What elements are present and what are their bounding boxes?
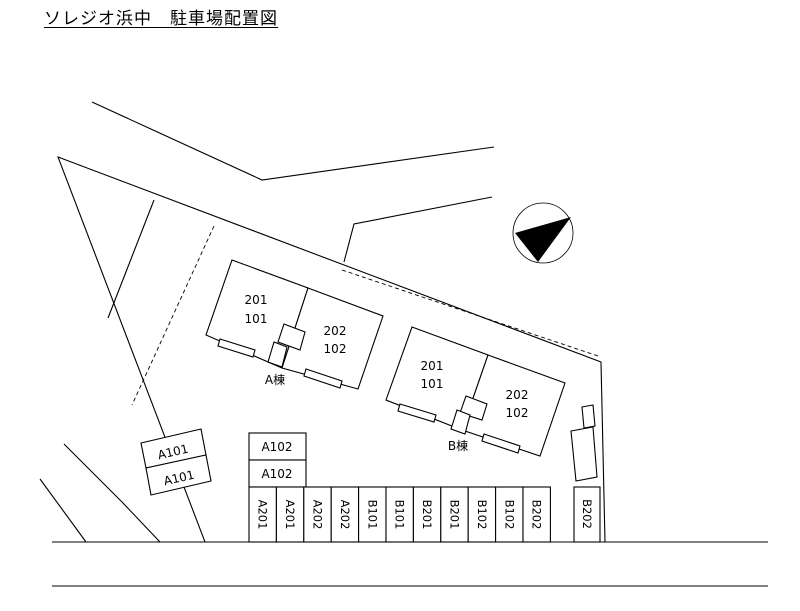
parking-label: B201 bbox=[420, 500, 434, 530]
building-a-left-lower-unit: 101 bbox=[245, 312, 268, 326]
building-a-balcony-left bbox=[217, 338, 256, 358]
parking-space bbox=[145, 454, 212, 496]
parking-space bbox=[358, 486, 387, 543]
parking-label: A101 bbox=[156, 442, 189, 463]
building-b-balcony-right bbox=[481, 433, 521, 454]
building-b-right-lower-unit: 102 bbox=[506, 406, 529, 420]
interior-solid-line bbox=[107, 199, 155, 319]
parking-label: B201 bbox=[448, 500, 462, 530]
parking-label: A201 bbox=[283, 500, 297, 530]
parking-space bbox=[275, 486, 305, 543]
building-b-balcony-left bbox=[397, 403, 437, 423]
parking-space bbox=[330, 486, 360, 543]
building-a-left-upper-unit: 201 bbox=[245, 293, 268, 307]
left-road-line-inner bbox=[39, 478, 87, 543]
parking-label: B101 bbox=[393, 500, 407, 530]
parking-label: A102 bbox=[261, 440, 292, 454]
parking-space bbox=[440, 486, 469, 543]
separate-parking: B202 bbox=[573, 486, 601, 543]
building-a-label: A棟 bbox=[265, 372, 285, 387]
parking-label: B102 bbox=[475, 500, 489, 530]
parking-label: A101 bbox=[162, 468, 195, 489]
interior-dashed-line bbox=[131, 225, 215, 406]
page-title: ソレジオ浜中 駐車場配置図 bbox=[44, 9, 278, 29]
angled-parking: A101 A101 bbox=[140, 428, 212, 496]
building-b-entrance bbox=[450, 409, 471, 435]
parking-label: B202 bbox=[530, 500, 544, 530]
parking-label: A102 bbox=[261, 467, 292, 481]
building-b-label: B棟 bbox=[448, 438, 468, 453]
building-b: 201 101 202 102 B棟 bbox=[385, 326, 566, 457]
building-a-right-upper-unit: 202 bbox=[324, 324, 347, 338]
site-boundary bbox=[57, 156, 606, 543]
parking-label: A201 bbox=[256, 500, 270, 530]
parking-space bbox=[573, 486, 601, 543]
parking-space bbox=[522, 486, 551, 543]
building-a-balcony-right bbox=[303, 368, 343, 389]
parking-space bbox=[248, 486, 277, 543]
parking-space bbox=[495, 486, 524, 543]
parking-label: A202 bbox=[311, 500, 325, 530]
parking-space bbox=[303, 486, 332, 543]
parking-label: A202 bbox=[338, 500, 352, 530]
parking-label: B101 bbox=[365, 500, 379, 530]
parking-label: B202 bbox=[580, 499, 594, 529]
upper-road-line bbox=[91, 101, 495, 181]
storage-shed bbox=[570, 426, 598, 482]
building-a-stair bbox=[277, 323, 306, 351]
parking-space bbox=[248, 432, 307, 461]
road-lines bbox=[39, 101, 768, 587]
left-road-line-outer bbox=[63, 443, 161, 543]
parking-label: B102 bbox=[502, 500, 516, 530]
building-b-left-lower-unit: 101 bbox=[421, 377, 444, 391]
building-a: 201 101 202 102 A棟 bbox=[205, 259, 384, 390]
building-a-entrance bbox=[267, 341, 288, 368]
upper-road-inner-line bbox=[343, 196, 493, 263]
parking-space bbox=[248, 459, 307, 488]
parking-space bbox=[467, 486, 497, 543]
utility-box bbox=[581, 404, 596, 429]
building-a-right-lower-unit: 102 bbox=[324, 342, 347, 356]
building-b-left-upper-unit: 201 bbox=[421, 359, 444, 373]
north-arrow-icon bbox=[512, 202, 574, 264]
stacked-parking: A102 A102 bbox=[248, 432, 307, 488]
parking-space bbox=[385, 486, 414, 543]
building-b-right-upper-unit: 202 bbox=[506, 388, 529, 402]
row-parking: A201 A201 A202 A202 B101 B101 B201 B201 B102 B102… bbox=[248, 486, 551, 543]
